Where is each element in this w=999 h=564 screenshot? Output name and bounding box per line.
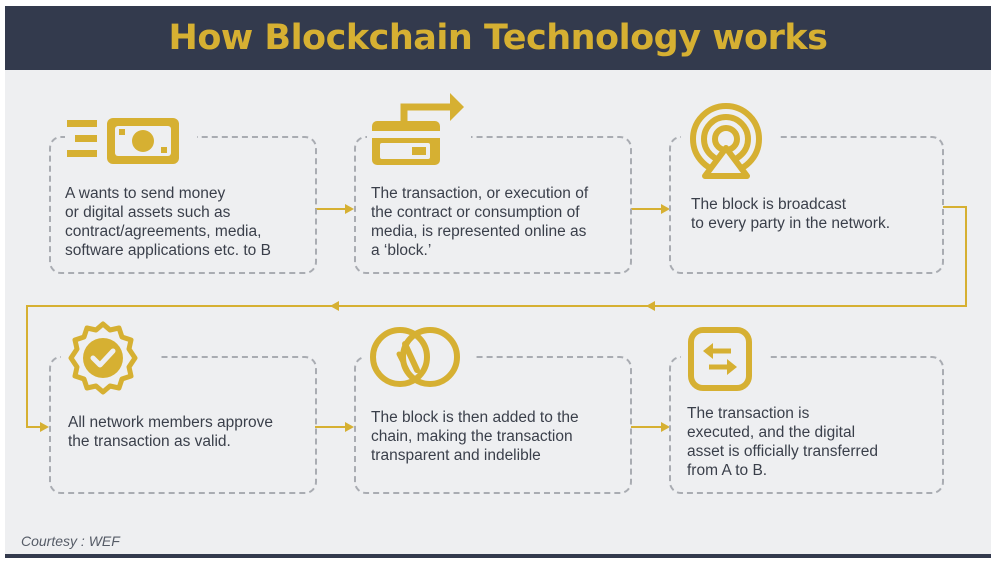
- exchange-arrows-icon: [688, 327, 752, 391]
- verified-badge-icon: [68, 321, 138, 395]
- step-text-1: A wants to send money or digital assets …: [65, 185, 271, 259]
- card-transfer-icon: [372, 93, 464, 165]
- step-text-4: All network members approve the transact…: [68, 414, 274, 450]
- step-text-5: The block is then added to the chain, ma…: [371, 409, 579, 464]
- money-icon: [67, 118, 179, 164]
- step-text-6: The transaction is executed, and the dig…: [687, 405, 878, 479]
- infographic-panel: How Blockchain Technology works: [5, 6, 991, 558]
- step-text-3: The block is broadcast to every party in…: [691, 196, 891, 232]
- step-card-5: [354, 356, 632, 494]
- bottom-bar: [5, 554, 991, 558]
- linked-rings-icon: [370, 327, 460, 387]
- step-card-6: [669, 356, 944, 494]
- step-card-3: [669, 136, 944, 274]
- step-card-4: [49, 356, 317, 494]
- flow-connectors: [26, 204, 967, 432]
- page-title: How Blockchain Technology works: [168, 18, 828, 58]
- broadcast-icon: [690, 103, 762, 179]
- step-text-2: The transaction, or execution of the con…: [371, 185, 589, 259]
- step-card-2: [354, 136, 632, 274]
- source-credit: Courtesy : WEF: [21, 533, 120, 549]
- header-bar: How Blockchain Technology works: [5, 6, 991, 70]
